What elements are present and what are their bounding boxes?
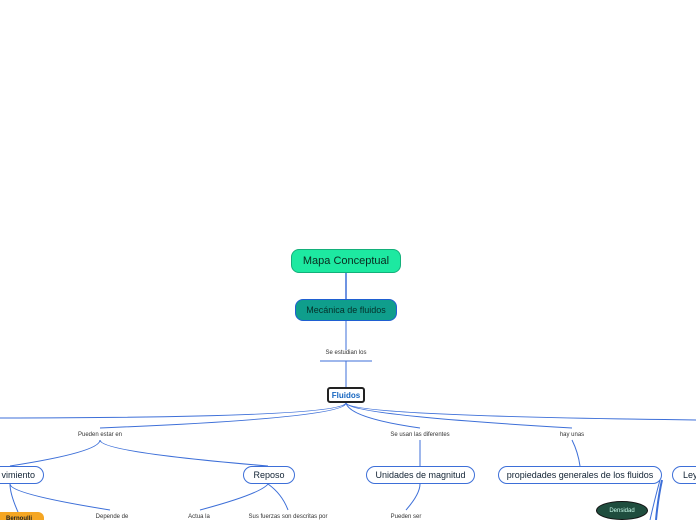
reposo-node[interactable]: Reposo	[243, 466, 295, 484]
link-label-pueden-estar: Pueden estar en	[77, 432, 123, 438]
link-label-depende-de: Depende de	[95, 514, 129, 520]
link-label-sus-fuerzas: Sus fuerzas son descritas por	[248, 514, 328, 520]
leyes-node[interactable]: Ley	[672, 466, 696, 484]
link-label-hay-unas: hay unas	[559, 432, 585, 438]
link-label-se-estudian: Se estudian los	[325, 350, 367, 356]
bernoulli-node[interactable]: Bernoulli	[0, 512, 44, 520]
densidad-node[interactable]: Densidad	[596, 501, 648, 520]
propiedades-generales-node[interactable]: propiedades generales de los fluidos	[498, 466, 662, 484]
main-topic-node[interactable]: Mecánica de fluidos	[295, 299, 397, 321]
unidades-magnitud-node[interactable]: Unidades de magnitud	[366, 466, 475, 484]
link-label-actua-la: Actua la	[188, 514, 210, 520]
link-label-se-usan: Se usan las diferentes	[390, 432, 450, 438]
movimiento-node[interactable]: vimiento	[0, 466, 44, 484]
link-label-pueden-ser: Pueden ser	[390, 514, 422, 520]
fluidos-node[interactable]: Fluidos	[327, 387, 365, 403]
root-node[interactable]: Mapa Conceptual	[291, 249, 401, 273]
